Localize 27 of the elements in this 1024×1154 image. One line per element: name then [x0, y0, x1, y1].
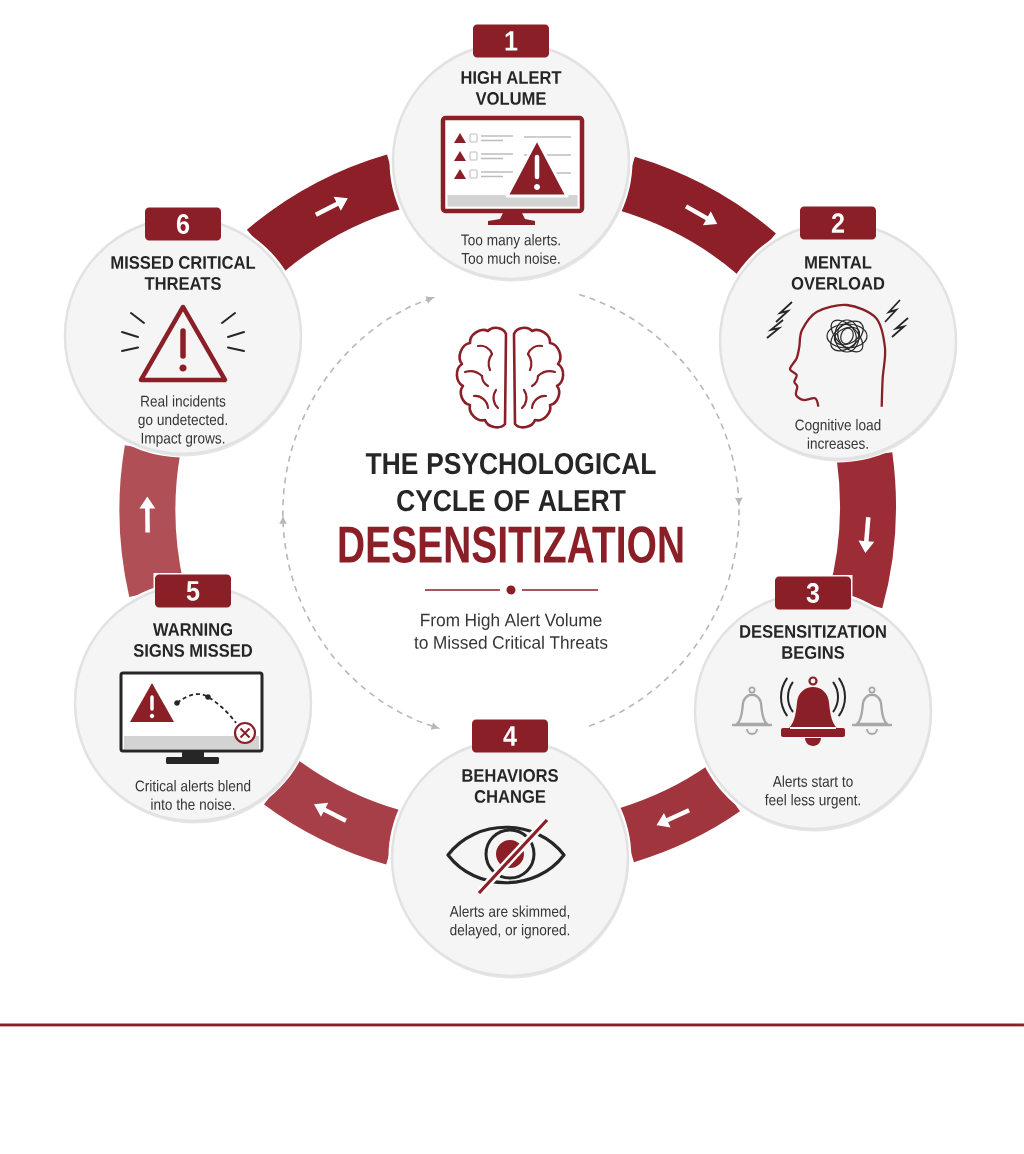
step-description: Too many alerts. Too much noise.: [461, 234, 560, 264]
step-circle: [693, 576, 933, 832]
number-tab: 2: [800, 206, 876, 240]
subtitle: From High Alert Volume to Missed Critical Threats: [414, 613, 608, 649]
title: THE PSYCHOLOGICAL CYCLE OF ALERT DESENSITIZATION: [339, 452, 683, 563]
step-circle: [391, 24, 631, 282]
curved-arrow: [119, 445, 184, 597]
step-heading: MISSED CRITICAL THREATS: [111, 256, 256, 290]
number-tab: 6: [145, 207, 221, 241]
number-tab: 5: [155, 574, 231, 608]
step-heading: BEHAVIORS CHANGE: [462, 769, 558, 803]
step-heading: MENTAL OVERLOAD: [791, 256, 885, 290]
step-heading: DESENSITIZATION BEGINS: [740, 625, 886, 659]
step-description: Critical alerts blend into the noise.: [135, 780, 251, 810]
step-heading: WARNING SIGNS MISSED: [133, 623, 253, 657]
step-circle: [63, 207, 303, 457]
number-tab: 3: [775, 576, 851, 610]
step-circle: [73, 574, 313, 824]
step-description: Alerts start to feel less urgent.: [764, 775, 860, 809]
step-description: Alerts are skimmed, delayed, or ignored.: [449, 905, 570, 939]
step-heading: HIGH ALERT VOLUME: [461, 71, 562, 105]
step-description: Real incidents go undetected. Impact grows.: [138, 395, 227, 447]
number-tab: 1: [473, 24, 549, 58]
step-circle: [390, 719, 630, 979]
number-tab: 4: [472, 719, 548, 753]
step-description: Cognitive load increases.: [795, 419, 881, 449]
step-circle: [718, 206, 958, 462]
